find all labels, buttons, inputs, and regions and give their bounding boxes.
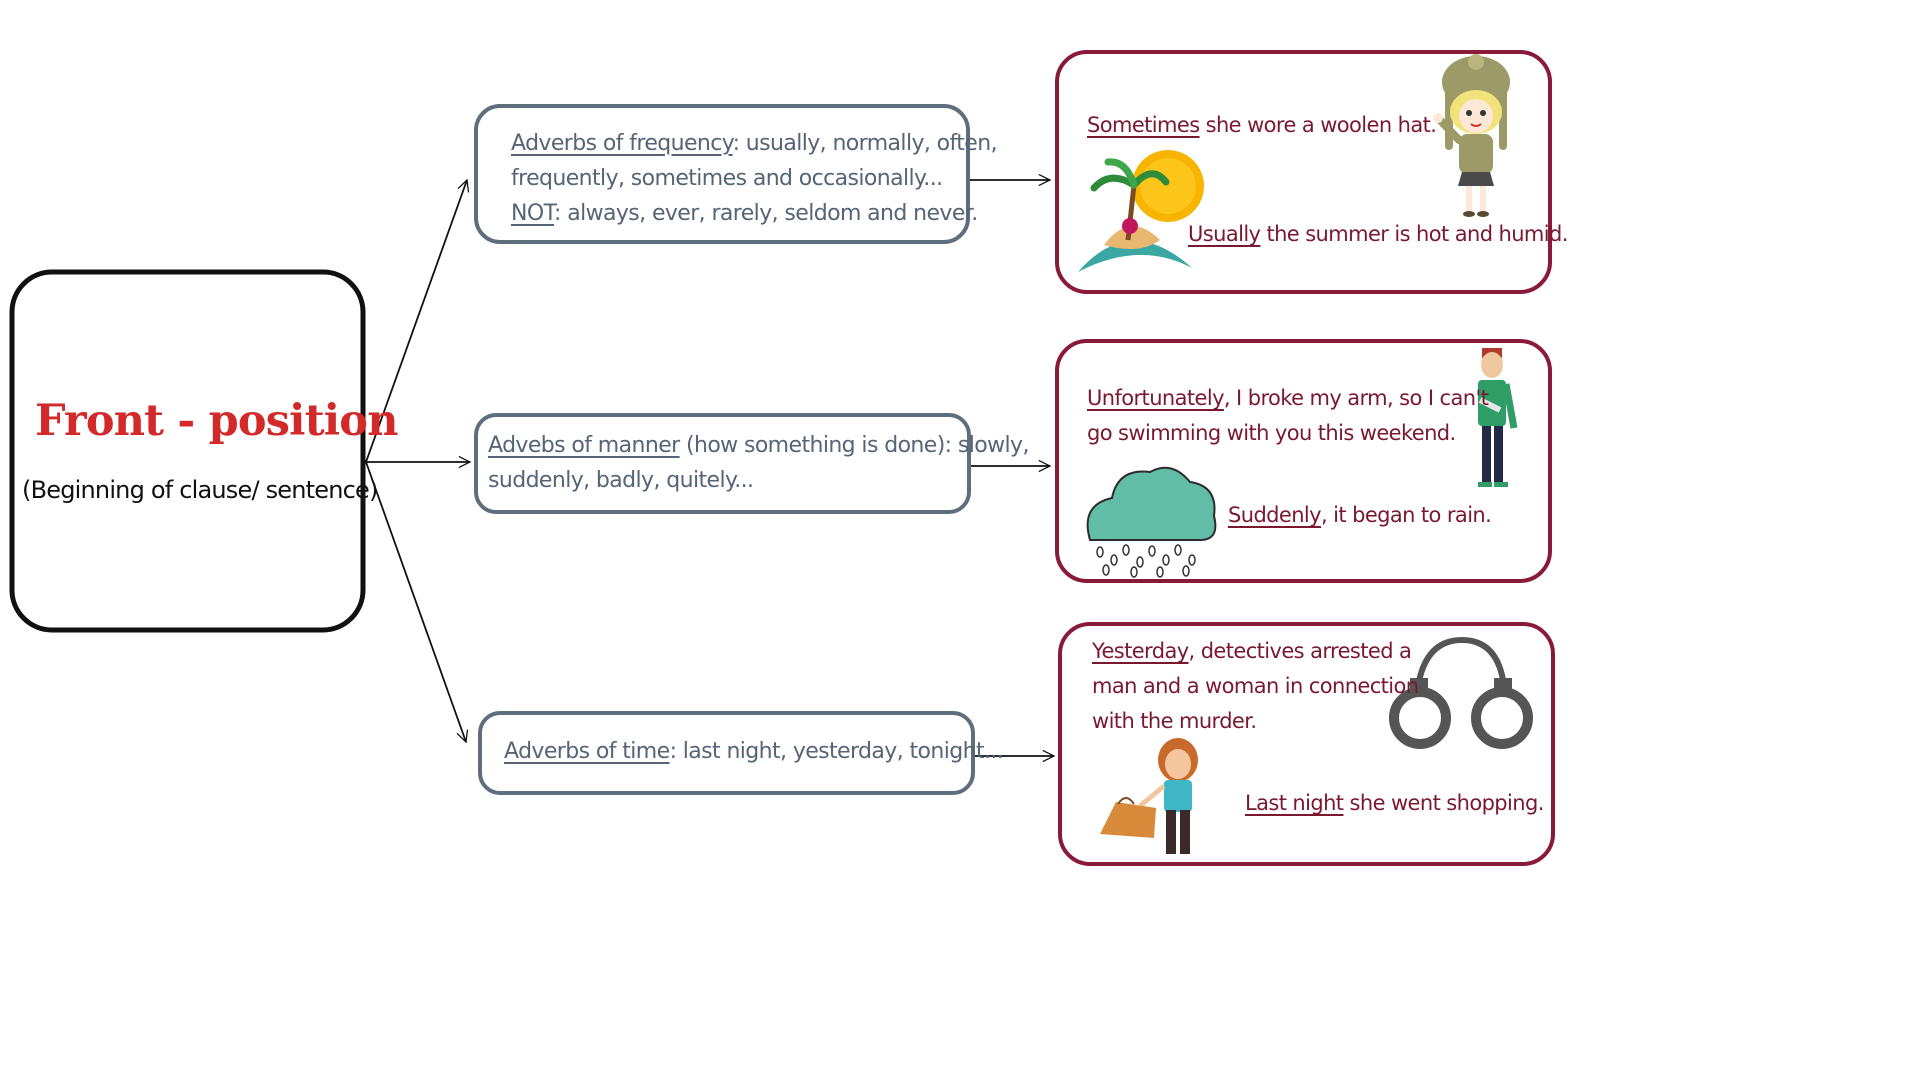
- time-example-1: Yesterday, detectives arrested a man and…: [1092, 634, 1419, 739]
- handcuffs-illustration: [1389, 636, 1533, 749]
- main-node-box: [9, 269, 366, 633]
- manner-category-label: Advebs of manner: [488, 433, 680, 458]
- manner-example-1: Unfortunately, I broke my arm, so I can'…: [1087, 381, 1489, 451]
- manner-example-2-rest: , it began to rain.: [1321, 503, 1492, 527]
- time-example-2-adverb: Last night: [1245, 791, 1344, 815]
- manner-example-2-adverb: Suddenly: [1228, 503, 1322, 527]
- sun-and-palm-island-illustration: [1078, 150, 1204, 272]
- time-category-line1: : last night, yesterday, tonight...: [669, 739, 1004, 764]
- main-node-subtitle: (Beginning of clause/ sentence): [22, 476, 378, 504]
- frequency-category-line2: frequently, sometimes and occasionally..…: [511, 166, 943, 191]
- main-node-title: Front - position: [35, 396, 398, 446]
- man-with-arm-sling-illustration: [1478, 348, 1518, 487]
- manner-example-1-rest: , I broke my arm, so I can't: [1223, 386, 1489, 410]
- time-example-1-line2: man and a woman in connection: [1092, 674, 1419, 698]
- time-example-2-rest: she went shopping.: [1343, 791, 1545, 815]
- arrow-to-time: [365, 461, 469, 744]
- frequency-category-text: Adverbs of frequency: usually, normally,…: [511, 126, 998, 231]
- frequency-category-label: Adverbs of frequency: [511, 131, 733, 156]
- frequency-example-1: Sometimes she wore a woolen hat.: [1087, 108, 1437, 143]
- woman-in-hat-illustration: [1433, 54, 1510, 217]
- diagram-canvas: [9, 50, 1555, 866]
- frequency-category-line3: : always, ever, rarely, seldom and never…: [554, 201, 978, 226]
- frequency-not-label: NOT: [511, 201, 555, 226]
- manner-category-line1: (how something is done): slowly,: [679, 433, 1029, 458]
- manner-example-1-line2: go swimming with you this weekend.: [1087, 421, 1456, 445]
- frequency-example-2-rest: the summer is hot and humid.: [1260, 222, 1568, 246]
- frequency-category-box: [474, 104, 970, 244]
- frequency-example-1-adverb: Sometimes: [1087, 113, 1200, 137]
- frequency-example-2: Usually the summer is hot and humid.: [1188, 217, 1568, 252]
- frequency-category-line1: : usually, normally, often,: [732, 131, 998, 156]
- manner-example-2: Suddenly, it began to rain.: [1228, 498, 1492, 533]
- manner-category-text: Advebs of manner (how something is done)…: [488, 428, 1029, 498]
- manner-example-1-adverb: Unfortunately: [1087, 386, 1225, 410]
- time-example-2: Last night she went shopping.: [1245, 786, 1544, 821]
- time-example-1-line3: with the murder.: [1092, 709, 1257, 733]
- frequency-example-1-rest: she wore a woolen hat.: [1199, 113, 1437, 137]
- arrow-to-frequency: [365, 178, 470, 463]
- time-category-text: Adverbs of time: last night, yesterday, …: [504, 734, 1004, 769]
- woman-with-shopping-bags-illustration: [1100, 738, 1198, 854]
- manner-example-box: [1055, 339, 1552, 583]
- time-category-label: Adverbs of time: [504, 739, 670, 764]
- manner-category-box: [474, 413, 971, 514]
- rain-cloud-illustration: [1086, 466, 1217, 578]
- time-example-1-adverb: Yesterday: [1092, 639, 1189, 663]
- time-category-box: [478, 711, 975, 795]
- time-example-1-rest: , detectives arrested a: [1188, 639, 1412, 663]
- frequency-example-2-adverb: Usually: [1188, 222, 1261, 246]
- manner-category-line2: suddenly, badly, quitely...: [488, 468, 754, 493]
- frequency-example-box: [1055, 50, 1552, 294]
